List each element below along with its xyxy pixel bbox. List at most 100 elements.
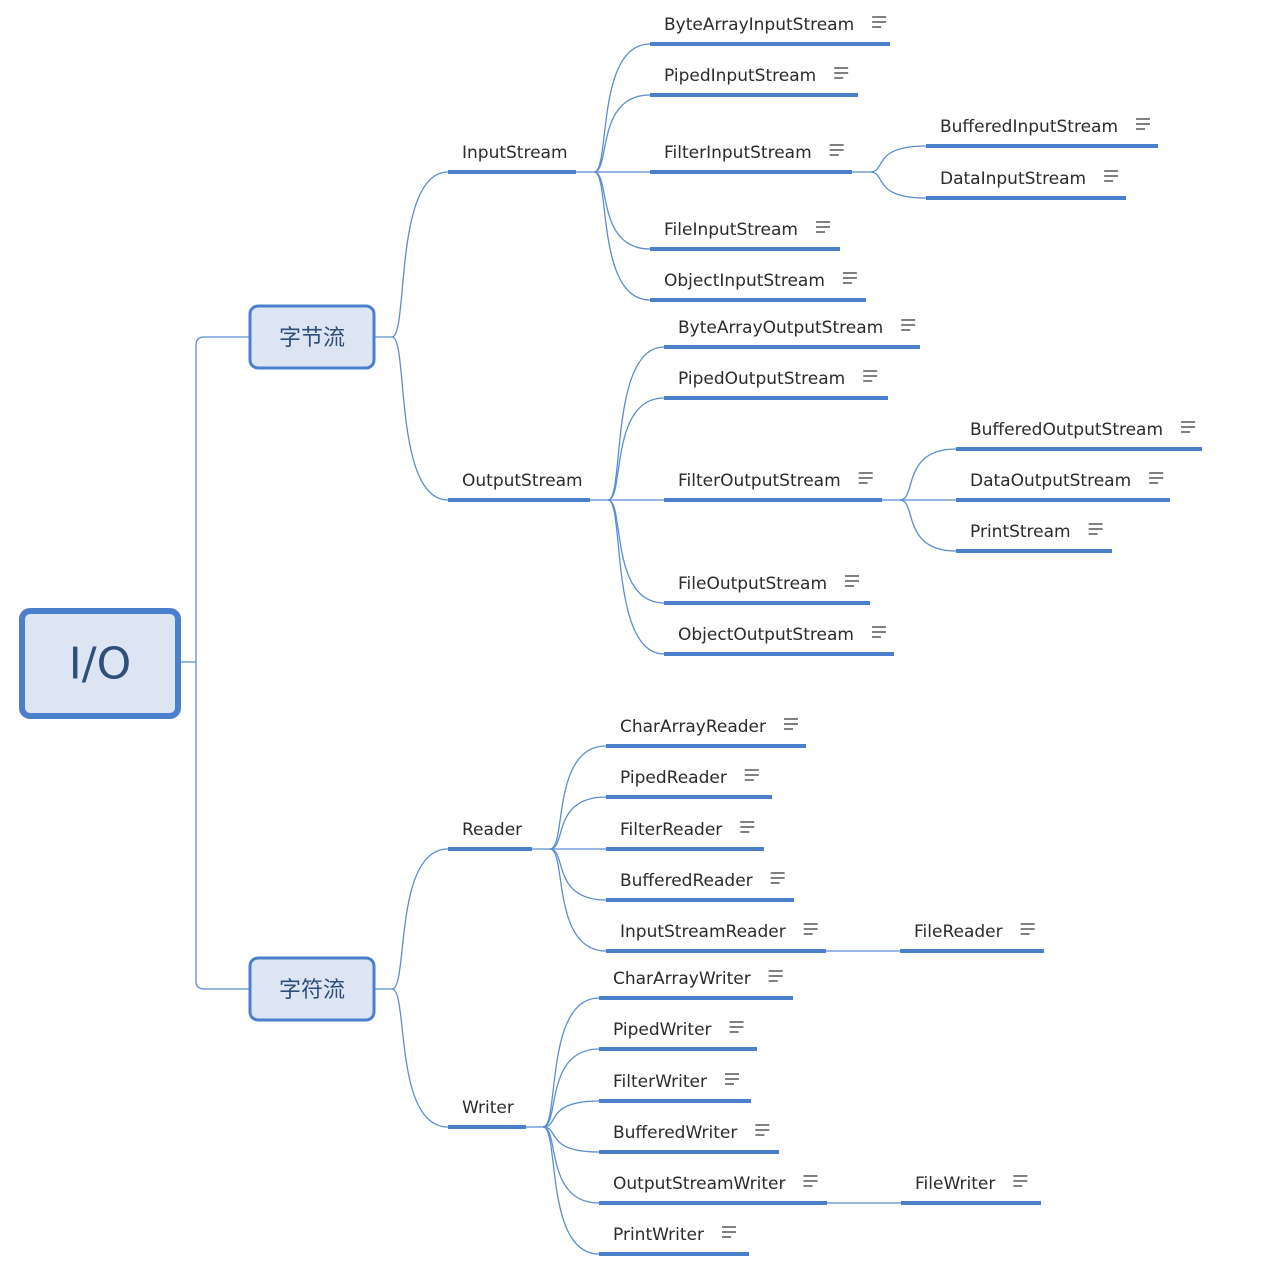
node-datainputstream-label: DataInputStream bbox=[940, 169, 1086, 189]
node-bytearrayinputstream[interactable]: ByteArrayInputStream bbox=[650, 15, 890, 46]
child-connector bbox=[607, 397, 665, 501]
category-label: 字符流 bbox=[279, 978, 345, 1003]
node-pipedoutputstream[interactable]: PipedOutputStream bbox=[664, 369, 888, 400]
node-fileinputstream-label: FileInputStream bbox=[664, 220, 798, 240]
notes-icon[interactable] bbox=[770, 872, 785, 884]
notes-icon[interactable] bbox=[1136, 118, 1151, 130]
node-filteroutputstream-label: FilterOutputStream bbox=[678, 471, 841, 491]
node-bytearrayinputstream-label: ByteArrayInputStream bbox=[664, 15, 854, 35]
notes-icon[interactable] bbox=[834, 67, 849, 79]
node-objectoutputstream[interactable]: ObjectOutputStream bbox=[664, 625, 894, 656]
root-node[interactable]: I/O bbox=[19, 608, 181, 719]
notes-icon[interactable] bbox=[1020, 923, 1035, 935]
node-filereader[interactable]: FileReader bbox=[900, 922, 1044, 953]
node-printstream[interactable]: PrintStream bbox=[956, 522, 1112, 553]
node-inputstreamreader[interactable]: InputStreamReader bbox=[606, 922, 826, 953]
notes-icon[interactable] bbox=[1104, 170, 1119, 182]
node-pipedwriter-label: PipedWriter bbox=[613, 1020, 712, 1040]
child-connector bbox=[549, 848, 607, 952]
node-dataoutputstream[interactable]: DataOutputStream bbox=[956, 471, 1170, 502]
notes-icon[interactable] bbox=[858, 472, 873, 484]
notes-icon[interactable] bbox=[768, 970, 783, 982]
connector-lines bbox=[178, 43, 957, 1255]
notes-icon[interactable] bbox=[815, 221, 830, 233]
node-bufferedoutputstream[interactable]: BufferedOutputStream bbox=[956, 420, 1202, 451]
notes-icon[interactable] bbox=[845, 575, 860, 587]
node-inputstream[interactable]: InputStream bbox=[448, 143, 576, 174]
node-bufferedinputstream-label: BufferedInputStream bbox=[940, 117, 1118, 137]
node-objectinputstream[interactable]: ObjectInputStream bbox=[650, 271, 866, 302]
node-inputstream-label: InputStream bbox=[462, 143, 568, 163]
child-connector bbox=[542, 1126, 600, 1204]
child-connector bbox=[607, 346, 665, 501]
node-bufferedoutputstream-label: BufferedOutputStream bbox=[970, 420, 1163, 440]
child-connector bbox=[542, 1048, 600, 1128]
notes-icon[interactable] bbox=[871, 626, 886, 638]
category-node-0[interactable]: 字节流 bbox=[248, 304, 376, 370]
notes-icon[interactable] bbox=[803, 1175, 818, 1187]
node-bufferedreader[interactable]: BufferedReader bbox=[606, 871, 794, 902]
node-pipedinputstream-label: PipedInputStream bbox=[664, 66, 816, 86]
child-connector bbox=[607, 499, 665, 655]
notes-icon[interactable] bbox=[740, 821, 755, 833]
node-objectoutputstream-label: ObjectOutputStream bbox=[678, 625, 854, 645]
notes-icon[interactable] bbox=[1149, 472, 1164, 484]
group-connector bbox=[391, 848, 449, 990]
notes-icon[interactable] bbox=[842, 272, 857, 284]
node-fileinputstream[interactable]: FileInputStream bbox=[650, 220, 840, 251]
child-connector bbox=[549, 796, 607, 850]
notes-icon[interactable] bbox=[872, 16, 887, 28]
child-connector bbox=[542, 1126, 600, 1153]
root-spine bbox=[195, 336, 250, 990]
notes-icon[interactable] bbox=[1088, 523, 1103, 535]
node-filterinputstream-label: FilterInputStream bbox=[664, 143, 812, 163]
node-filewriter-label: FileWriter bbox=[915, 1174, 995, 1194]
node-chararrayreader[interactable]: CharArrayReader bbox=[606, 717, 806, 748]
node-outputstream[interactable]: OutputStream bbox=[448, 471, 590, 502]
node-fileoutputstream-label: FileOutputStream bbox=[678, 574, 827, 594]
node-pipedinputstream[interactable]: PipedInputStream bbox=[650, 66, 858, 97]
node-filterwriter[interactable]: FilterWriter bbox=[599, 1072, 751, 1103]
notes-icon[interactable] bbox=[729, 1021, 744, 1033]
notes-icon[interactable] bbox=[803, 923, 818, 935]
node-reader[interactable]: Reader bbox=[448, 820, 532, 851]
node-chararraywriter[interactable]: CharArrayWriter bbox=[599, 969, 793, 1000]
node-bytearrayoutputstream[interactable]: ByteArrayOutputStream bbox=[664, 318, 920, 349]
node-outputstreamwriter[interactable]: OutputStreamWriter bbox=[599, 1174, 827, 1205]
node-outputstream-label: OutputStream bbox=[462, 471, 583, 491]
category-box bbox=[248, 956, 376, 1022]
node-datainputstream[interactable]: DataInputStream bbox=[926, 169, 1126, 200]
node-filewriter[interactable]: FileWriter bbox=[901, 1174, 1041, 1205]
node-filterreader[interactable]: FilterReader bbox=[606, 820, 764, 851]
node-filteroutputstream[interactable]: FilterOutputStream bbox=[664, 471, 882, 502]
node-bufferedinputstream[interactable]: BufferedInputStream bbox=[926, 117, 1158, 148]
node-filterwriter-label: FilterWriter bbox=[613, 1072, 707, 1092]
node-objectinputstream-label: ObjectInputStream bbox=[664, 271, 825, 291]
node-fileoutputstream[interactable]: FileOutputStream bbox=[664, 574, 870, 605]
node-pipedwriter[interactable]: PipedWriter bbox=[599, 1020, 757, 1051]
node-pipedreader[interactable]: PipedReader bbox=[606, 768, 772, 799]
node-printwriter-label: PrintWriter bbox=[613, 1225, 704, 1245]
node-writer[interactable]: Writer bbox=[448, 1098, 526, 1129]
notes-icon[interactable] bbox=[755, 1124, 770, 1136]
notes-icon[interactable] bbox=[784, 718, 799, 730]
node-bufferedwriter[interactable]: BufferedWriter bbox=[599, 1123, 779, 1154]
node-printstream-label: PrintStream bbox=[970, 522, 1071, 542]
notes-icon[interactable] bbox=[901, 319, 916, 331]
child-connector bbox=[542, 1126, 600, 1255]
node-filereader-label: FileReader bbox=[914, 922, 1003, 942]
sub-connector bbox=[899, 499, 957, 552]
category-node-1[interactable]: 字符流 bbox=[248, 956, 376, 1022]
notes-icon[interactable] bbox=[829, 144, 844, 156]
node-bytearrayoutputstream-label: ByteArrayOutputStream bbox=[678, 318, 883, 338]
notes-icon[interactable] bbox=[1181, 421, 1196, 433]
sub-connector bbox=[899, 448, 957, 501]
node-filterinputstream[interactable]: FilterInputStream bbox=[650, 143, 852, 174]
category-box bbox=[248, 304, 376, 370]
notes-icon[interactable] bbox=[863, 370, 878, 382]
node-printwriter[interactable]: PrintWriter bbox=[599, 1225, 749, 1256]
notes-icon[interactable] bbox=[1013, 1175, 1028, 1187]
notes-icon[interactable] bbox=[721, 1226, 736, 1238]
notes-icon[interactable] bbox=[724, 1073, 739, 1085]
notes-icon[interactable] bbox=[744, 769, 759, 781]
